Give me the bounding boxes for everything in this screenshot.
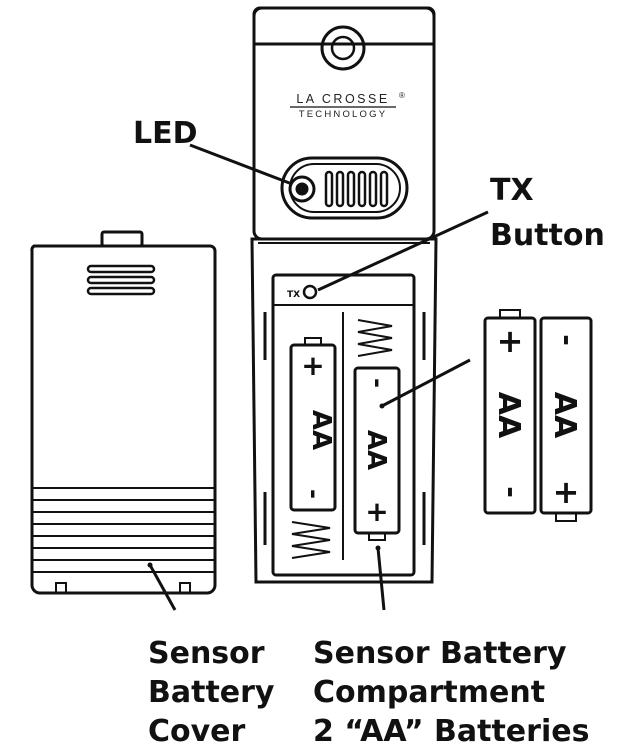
sensor-housing-lower xyxy=(250,237,438,584)
loose-right-bottom-terminal: + xyxy=(553,473,580,511)
installed-battery-right xyxy=(353,366,401,541)
installed-left-top-terminal: + xyxy=(301,349,324,382)
tx-button[interactable] xyxy=(302,284,318,300)
tx-leader-line xyxy=(317,210,489,292)
callout-lines xyxy=(148,143,489,611)
cover-latches xyxy=(55,582,191,593)
cover-grip-ridges xyxy=(33,487,214,573)
compartment-leader-line xyxy=(376,547,386,611)
compartment-label-line2: Compartment xyxy=(313,675,545,710)
loose-batteries xyxy=(483,309,593,522)
brand-subtitle: TECHNOLOGY xyxy=(299,109,388,120)
installed-left-type: AA xyxy=(306,410,336,450)
tx-button-label: TX xyxy=(287,290,300,300)
led-window xyxy=(280,156,409,220)
compartment-label-line3: 2 “AA” Batteries xyxy=(313,714,589,749)
spring-left-bottom xyxy=(291,521,331,559)
installed-right-bottom-terminal: + xyxy=(365,495,388,528)
led-light xyxy=(288,175,316,203)
spring-right-top xyxy=(357,319,393,357)
tx-button-callout-line1: TX xyxy=(490,173,534,208)
installed-right-type: AA xyxy=(361,430,391,470)
brand-registered-mark: ® xyxy=(399,91,405,100)
cover-tab xyxy=(100,230,144,248)
tx-button-callout-line2: Button xyxy=(490,218,605,253)
installed-battery-left xyxy=(289,337,337,512)
compartment-side-rails xyxy=(263,312,426,545)
cover-label-line2: Battery xyxy=(148,675,275,710)
installed-right-top-terminal: - xyxy=(364,378,392,388)
battery-cover xyxy=(30,230,217,595)
cover-label-line3: Cover xyxy=(148,714,246,749)
cover-label-line1: Sensor xyxy=(148,636,265,671)
cover-body xyxy=(30,244,217,595)
cover-vent-slots xyxy=(86,264,156,296)
compartment-label-line1: Sensor Battery xyxy=(313,636,567,671)
loose-left-top-terminal: + xyxy=(497,322,524,360)
loose-left-type: AA xyxy=(491,392,526,439)
cover-leader-line xyxy=(148,564,177,611)
loose-right-top-terminal: - xyxy=(551,334,584,346)
brand-name: LA CROSSE xyxy=(296,92,389,106)
speaker-slots xyxy=(324,170,389,208)
loose-right-type: AA xyxy=(547,392,582,439)
sensor-top-button xyxy=(320,25,366,71)
led-leader-line xyxy=(189,143,293,186)
installed-left-bottom-terminal: - xyxy=(300,489,328,499)
loose-battery-right xyxy=(539,316,593,522)
led-label: LED xyxy=(133,116,198,151)
battery-leader-line xyxy=(381,358,471,408)
loose-left-bottom-terminal: - xyxy=(495,486,528,498)
sensor-unit xyxy=(250,6,438,584)
battery-compartment xyxy=(271,273,416,577)
loose-battery-left xyxy=(483,309,537,515)
